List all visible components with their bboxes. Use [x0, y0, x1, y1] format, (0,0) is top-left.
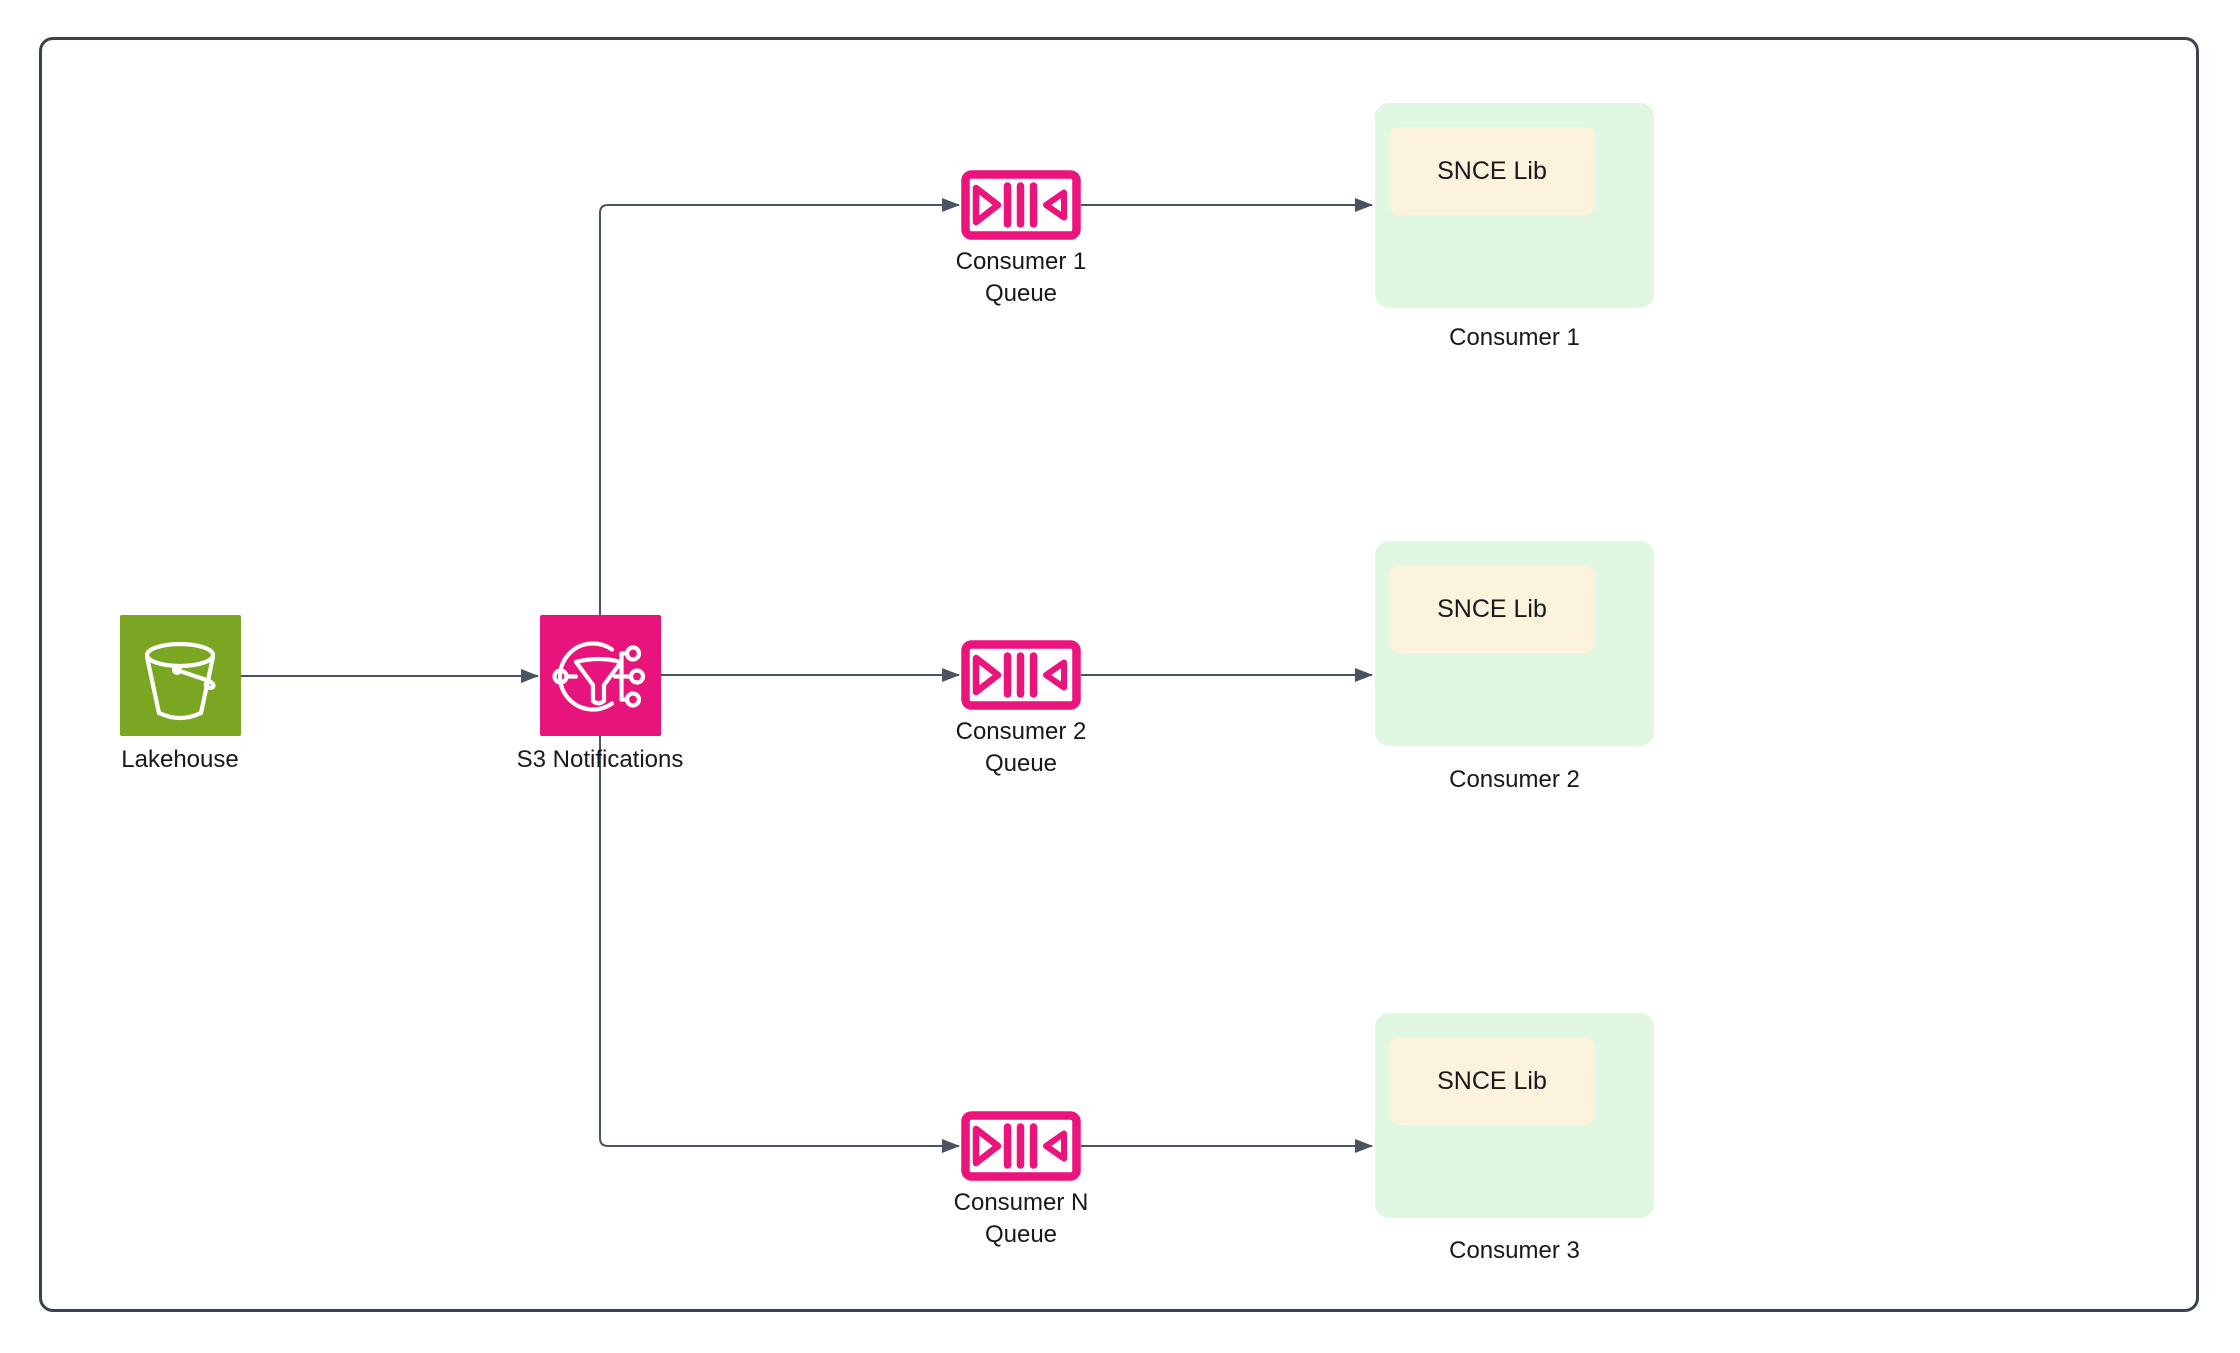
message-queue-icon — [961, 1111, 1081, 1181]
queue-label-3-line1: Consumer N — [953, 1189, 1089, 1216]
queue-label-2-line2: Queue — [984, 750, 1058, 777]
queue-label-3: Consumer N Queue — [911, 1187, 1131, 1251]
consumer-label-2: Consumer 2 — [1449, 766, 1580, 793]
message-queue-icon — [961, 170, 1081, 240]
queue-label-2: Consumer 2 Queue — [911, 716, 1131, 780]
consumer-label-3: Consumer 3 — [1449, 1237, 1580, 1264]
lakehouse-label: Lakehouse — [121, 746, 239, 773]
s3-bucket-icon — [144, 641, 216, 721]
queue-label-1-line1: Consumer 1 — [955, 248, 1087, 275]
snce-lib-box-2: SNCE Lib — [1389, 565, 1595, 653]
queue-label-3-line2: Queue — [984, 1221, 1058, 1248]
lakehouse-node — [120, 615, 241, 736]
s3-event-notification-icon — [552, 641, 646, 712]
queue-label-1: Consumer 1 Queue — [911, 246, 1131, 310]
queue-node-3 — [961, 1111, 1081, 1181]
connector-s3-to-queue3 — [599, 736, 960, 1153]
snce-lib-box-1: SNCE Lib — [1389, 127, 1595, 215]
queue-label-1-line2: Queue — [984, 280, 1058, 307]
queue-node-2 — [961, 640, 1081, 710]
connector-s3-to-queue1 — [599, 198, 960, 615]
queue-label-2-line1: Consumer 2 — [955, 718, 1087, 745]
message-queue-icon — [961, 640, 1081, 710]
s3-notifications-label: S3 Notifications — [516, 746, 684, 773]
diagram-frame — [39, 37, 2199, 1312]
consumer-label-1: Consumer 1 — [1449, 324, 1580, 351]
queue-node-1 — [961, 170, 1081, 240]
consumer-group-1: SNCE Lib — [1375, 103, 1654, 308]
consumer-group-3: SNCE Lib — [1375, 1013, 1654, 1218]
consumer-group-2: SNCE Lib — [1375, 541, 1654, 746]
s3-notifications-node — [540, 615, 661, 736]
snce-lib-box-3: SNCE Lib — [1389, 1037, 1595, 1125]
